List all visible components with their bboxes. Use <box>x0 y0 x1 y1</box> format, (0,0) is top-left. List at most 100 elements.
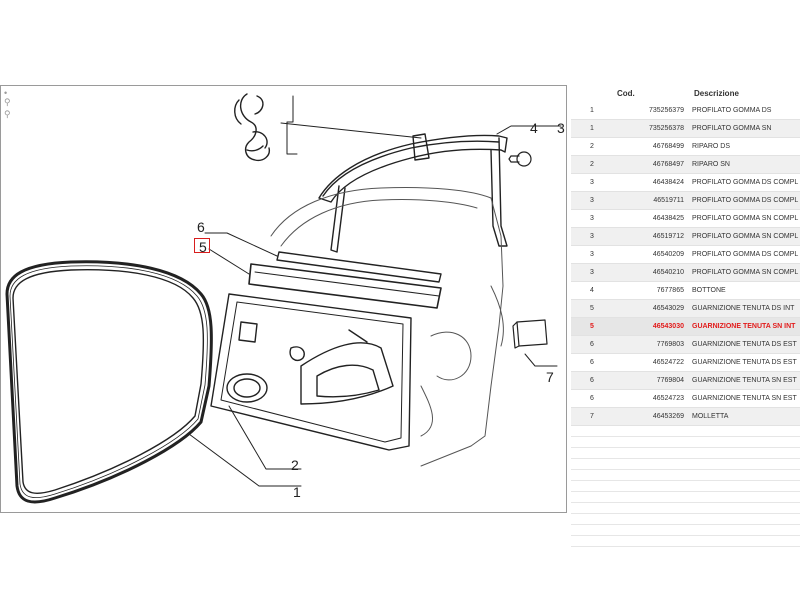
outer-belt-seal <box>276 251 442 283</box>
cell-pos: 3 <box>571 227 599 246</box>
cell-pos: 1 <box>571 119 599 138</box>
callout-5: 5 <box>199 239 207 255</box>
empty-row <box>571 491 800 503</box>
cell-pos: 3 <box>571 173 599 192</box>
empty-cell <box>571 425 800 437</box>
frame-seal <box>5 260 213 504</box>
empty-cell <box>571 513 800 525</box>
clip-part <box>512 319 548 349</box>
cell-desc: PROFILATO GOMMA DS COMPL <box>690 245 800 264</box>
cell-pos: 7 <box>571 407 599 426</box>
door-seal-drawing: 1 2 3 4 5 6 7 <box>5 93 565 504</box>
empty-row <box>571 513 800 525</box>
cell-pos: 3 <box>571 263 599 282</box>
cell-cod: 46543030 <box>599 317 690 336</box>
cell-desc: PROFILATO GOMMA DS COMPL <box>690 173 800 192</box>
button-part <box>508 151 532 167</box>
cell-cod: 46768497 <box>599 155 690 174</box>
empty-row <box>571 524 800 536</box>
upper-frame-seal <box>318 133 508 253</box>
cell-cod: 46524723 <box>599 389 690 408</box>
table-header: Cod. Descrizione <box>571 85 800 102</box>
empty-cell <box>571 502 800 514</box>
door-inner-panel <box>210 293 412 451</box>
cell-desc: GUARNIZIONE TENUTA DS EST <box>690 335 800 354</box>
cell-desc: RIPARO DS <box>690 137 800 156</box>
empty-row <box>571 480 800 492</box>
magnify-out-icon[interactable]: ⚲ <box>4 109 11 119</box>
cell-cod: 46543029 <box>599 299 690 318</box>
cell-cod: 735256378 <box>599 119 690 138</box>
callout-4: 4 <box>530 120 538 136</box>
callout-5-highlight-box <box>194 238 210 253</box>
callout-6: 6 <box>197 219 205 235</box>
exploded-parts-diagram: • ⚲ ⚲ <box>0 85 567 513</box>
empty-row <box>571 458 800 470</box>
empty-row <box>571 447 800 459</box>
cell-pos: 6 <box>571 371 599 390</box>
cell-desc: GUARNIZIONE TENUTA SN EST <box>690 389 800 408</box>
cell-desc: PROFILATO GOMMA SN <box>690 119 800 138</box>
cell-pos: 4 <box>571 281 599 300</box>
cell-desc: PROFILATO GOMMA DS COMPL <box>690 191 800 210</box>
cell-desc: GUARNIZIONE TENUTA SN EST <box>690 371 800 390</box>
cell-desc: PROFILATO GOMMA SN COMPL <box>690 263 800 282</box>
cell-cod: 46438425 <box>599 209 690 228</box>
callout-3: 3 <box>557 120 565 136</box>
cell-pos: 5 <box>571 317 599 336</box>
cell-cod: 46519712 <box>599 227 690 246</box>
empty-row <box>571 425 800 437</box>
dot-icon[interactable]: • <box>4 88 8 98</box>
cell-desc: GUARNIZIONE TENUTA DS EST <box>690 353 800 372</box>
cell-pos: 2 <box>571 155 599 174</box>
header-cod: Cod. <box>617 89 635 98</box>
cell-desc: BOTTONE <box>690 281 800 300</box>
empty-row <box>571 535 800 547</box>
cell-pos: 6 <box>571 353 599 372</box>
cell-pos: 6 <box>571 335 599 354</box>
cell-cod: 46768499 <box>599 137 690 156</box>
car-body-outline <box>270 186 504 467</box>
cell-cod: 46438424 <box>599 173 690 192</box>
cell-pos: 2 <box>571 137 599 156</box>
empty-cell <box>571 535 800 547</box>
magnify-in-icon[interactable]: ⚲ <box>4 97 11 107</box>
inner-belt-seal <box>248 263 442 309</box>
cell-cod: 46540210 <box>599 263 690 282</box>
cell-pos: 1 <box>571 102 599 120</box>
cell-desc: GUARNIZIONE TENUTA DS INT <box>690 299 800 318</box>
cell-pos: 3 <box>571 245 599 264</box>
empty-row <box>571 502 800 514</box>
callout-2: 2 <box>291 457 299 473</box>
empty-cell <box>571 480 800 492</box>
cell-desc: MOLLETTA <box>690 407 800 426</box>
callout-1: 1 <box>293 484 301 500</box>
cell-pos: 3 <box>571 191 599 210</box>
cell-desc: GUARNIZIONE TENUTA SN INT <box>690 317 800 336</box>
empty-row <box>571 436 800 448</box>
cell-desc: RIPARO SN <box>690 155 800 174</box>
empty-cell <box>571 436 800 448</box>
cell-cod: 7769804 <box>599 371 690 390</box>
empty-row <box>571 469 800 481</box>
